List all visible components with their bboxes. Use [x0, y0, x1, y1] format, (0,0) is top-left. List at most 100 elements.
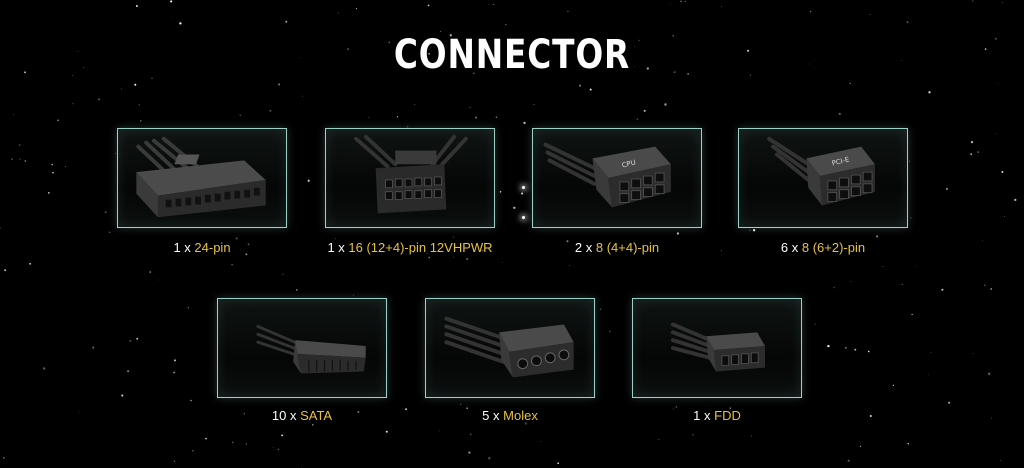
star — [687, 73, 689, 75]
star — [357, 411, 360, 413]
star — [927, 374, 929, 376]
star — [533, 104, 535, 105]
star — [684, 0, 686, 2]
star — [136, 337, 139, 340]
star — [121, 394, 124, 397]
glow-star — [522, 186, 525, 189]
star — [245, 443, 247, 445]
star — [488, 457, 491, 460]
star — [906, 21, 909, 23]
star — [481, 249, 484, 252]
star — [638, 39, 640, 42]
star — [513, 206, 516, 209]
star — [281, 434, 283, 437]
star — [557, 462, 560, 465]
star — [499, 191, 502, 193]
star — [1001, 170, 1004, 173]
connector-caption-molex: 5 x Molex — [400, 408, 620, 423]
star — [302, 95, 304, 97]
star — [65, 165, 67, 168]
star — [505, 23, 507, 25]
pcie-8pin-connector-icon: PCI-E — [767, 136, 875, 206]
cpu-8pin-connector-icon: CPU — [543, 142, 671, 208]
connector-card-molex — [425, 298, 595, 398]
molex-connector-icon — [444, 316, 574, 378]
connector-qty: 1 x — [173, 240, 195, 255]
star — [406, 125, 409, 128]
star — [466, 407, 469, 410]
star — [92, 346, 95, 349]
star — [869, 414, 872, 418]
connector-caption-24pin: 1 x 24-pin — [92, 240, 312, 255]
star — [495, 116, 498, 118]
star — [634, 46, 635, 47]
star — [235, 237, 238, 240]
star — [909, 160, 911, 162]
star — [658, 439, 660, 440]
star — [239, 114, 241, 116]
star — [120, 88, 122, 90]
star — [469, 433, 472, 436]
connector-card-cpu: CPU — [532, 128, 702, 228]
star — [453, 256, 455, 258]
connector-card-24pin — [117, 128, 287, 228]
connector-qty: 1 x — [693, 408, 715, 423]
star — [77, 50, 79, 52]
star — [901, 60, 903, 61]
connector-spec: 24-pin — [194, 240, 231, 255]
star — [972, 353, 974, 355]
star — [139, 119, 142, 122]
connector-caption-sata: 10 x SATA — [192, 408, 412, 423]
star — [749, 229, 751, 231]
star — [672, 35, 674, 37]
star — [849, 82, 851, 85]
star — [151, 77, 153, 79]
star — [970, 153, 973, 156]
star — [721, 250, 722, 252]
star — [18, 144, 21, 146]
star — [566, 240, 569, 243]
star — [285, 20, 288, 23]
star — [170, 0, 173, 3]
star — [187, 307, 189, 309]
star — [352, 294, 354, 296]
star — [970, 141, 974, 144]
star — [57, 119, 59, 121]
star — [847, 459, 850, 462]
star — [636, 118, 638, 120]
star — [232, 441, 234, 443]
star — [0, 227, 1, 229]
connector-qty: 2 x — [574, 240, 596, 255]
star — [569, 264, 571, 266]
star — [646, 67, 649, 70]
star — [24, 160, 27, 162]
star — [388, 41, 391, 44]
star — [579, 84, 582, 87]
connector-spec: FDD — [714, 408, 741, 423]
connector-spec: 8 (4+4)-pin — [595, 240, 660, 255]
star — [190, 399, 192, 402]
star — [540, 441, 542, 442]
star — [945, 187, 949, 190]
star — [676, 232, 680, 235]
star — [269, 109, 272, 112]
star — [135, 5, 138, 7]
star — [475, 116, 478, 119]
connector-caption-pcie: 6 x 8 (6+2)-pin — [713, 240, 933, 255]
star — [43, 367, 46, 370]
star — [52, 171, 54, 174]
star — [158, 279, 160, 281]
star — [338, 12, 339, 14]
star — [83, 66, 85, 68]
star — [809, 10, 812, 13]
star — [511, 61, 514, 64]
star — [501, 262, 503, 263]
star — [1004, 215, 1006, 217]
star — [990, 288, 992, 290]
connector-caption-cpu: 2 x 8 (4+4)-pin — [507, 240, 727, 255]
star — [174, 359, 176, 362]
star — [13, 114, 15, 116]
star — [751, 435, 752, 437]
star — [231, 263, 233, 266]
star — [995, 133, 997, 135]
